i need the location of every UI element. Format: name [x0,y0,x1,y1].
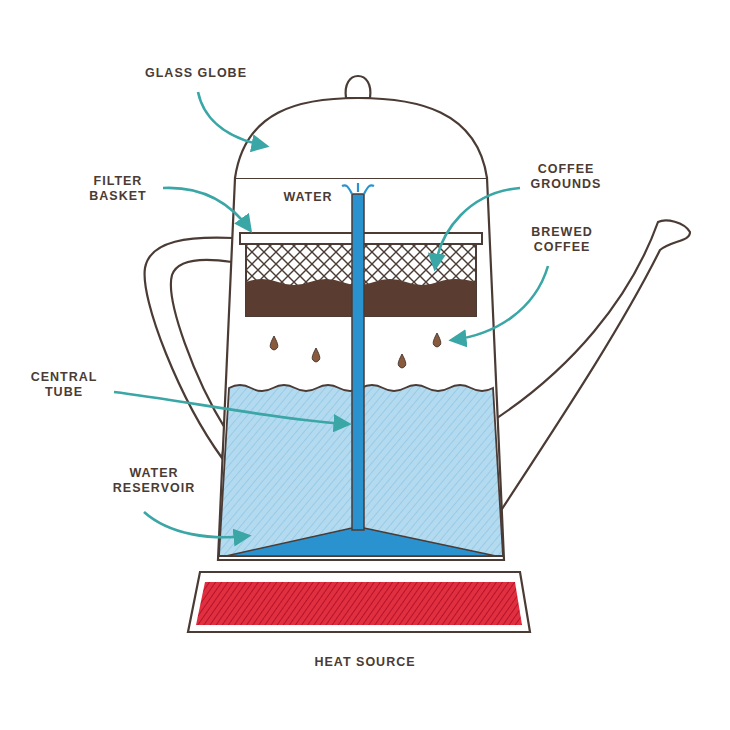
water-spurt [342,183,374,194]
illustration-part [398,354,406,368]
globe-knob [346,76,371,98]
part-label: GLASS GLOBE [131,66,261,81]
spout [482,220,690,512]
part-label: BREWED COFFEE [516,225,608,255]
glass-globe [235,98,487,178]
leader-line [435,188,520,268]
illustration-part [196,582,522,625]
illustration-part [270,336,278,350]
illustration-part [188,572,530,632]
leader-line [114,392,348,424]
part-label: HEAT SOURCE [285,655,445,670]
illustration-part [312,348,320,362]
part-label: FILTER BASKET [78,174,158,204]
coffee-drops [270,333,441,368]
part-label: WATER RESERVOIR [102,466,206,496]
illustration-part [433,333,441,347]
handle [145,238,234,458]
part-label: CENTRAL TUBE [19,370,109,400]
leader-line [163,188,250,230]
leader-line [452,266,548,340]
leader-line [144,512,248,537]
pot-body [218,178,504,560]
part-label: WATER [273,190,343,205]
central-tube [352,194,364,530]
part-label: COFFEE GROUNDS [518,162,614,192]
heat-source [188,572,530,632]
leader-line [198,92,266,146]
tube-base [226,528,496,556]
leader-lines [114,92,548,537]
